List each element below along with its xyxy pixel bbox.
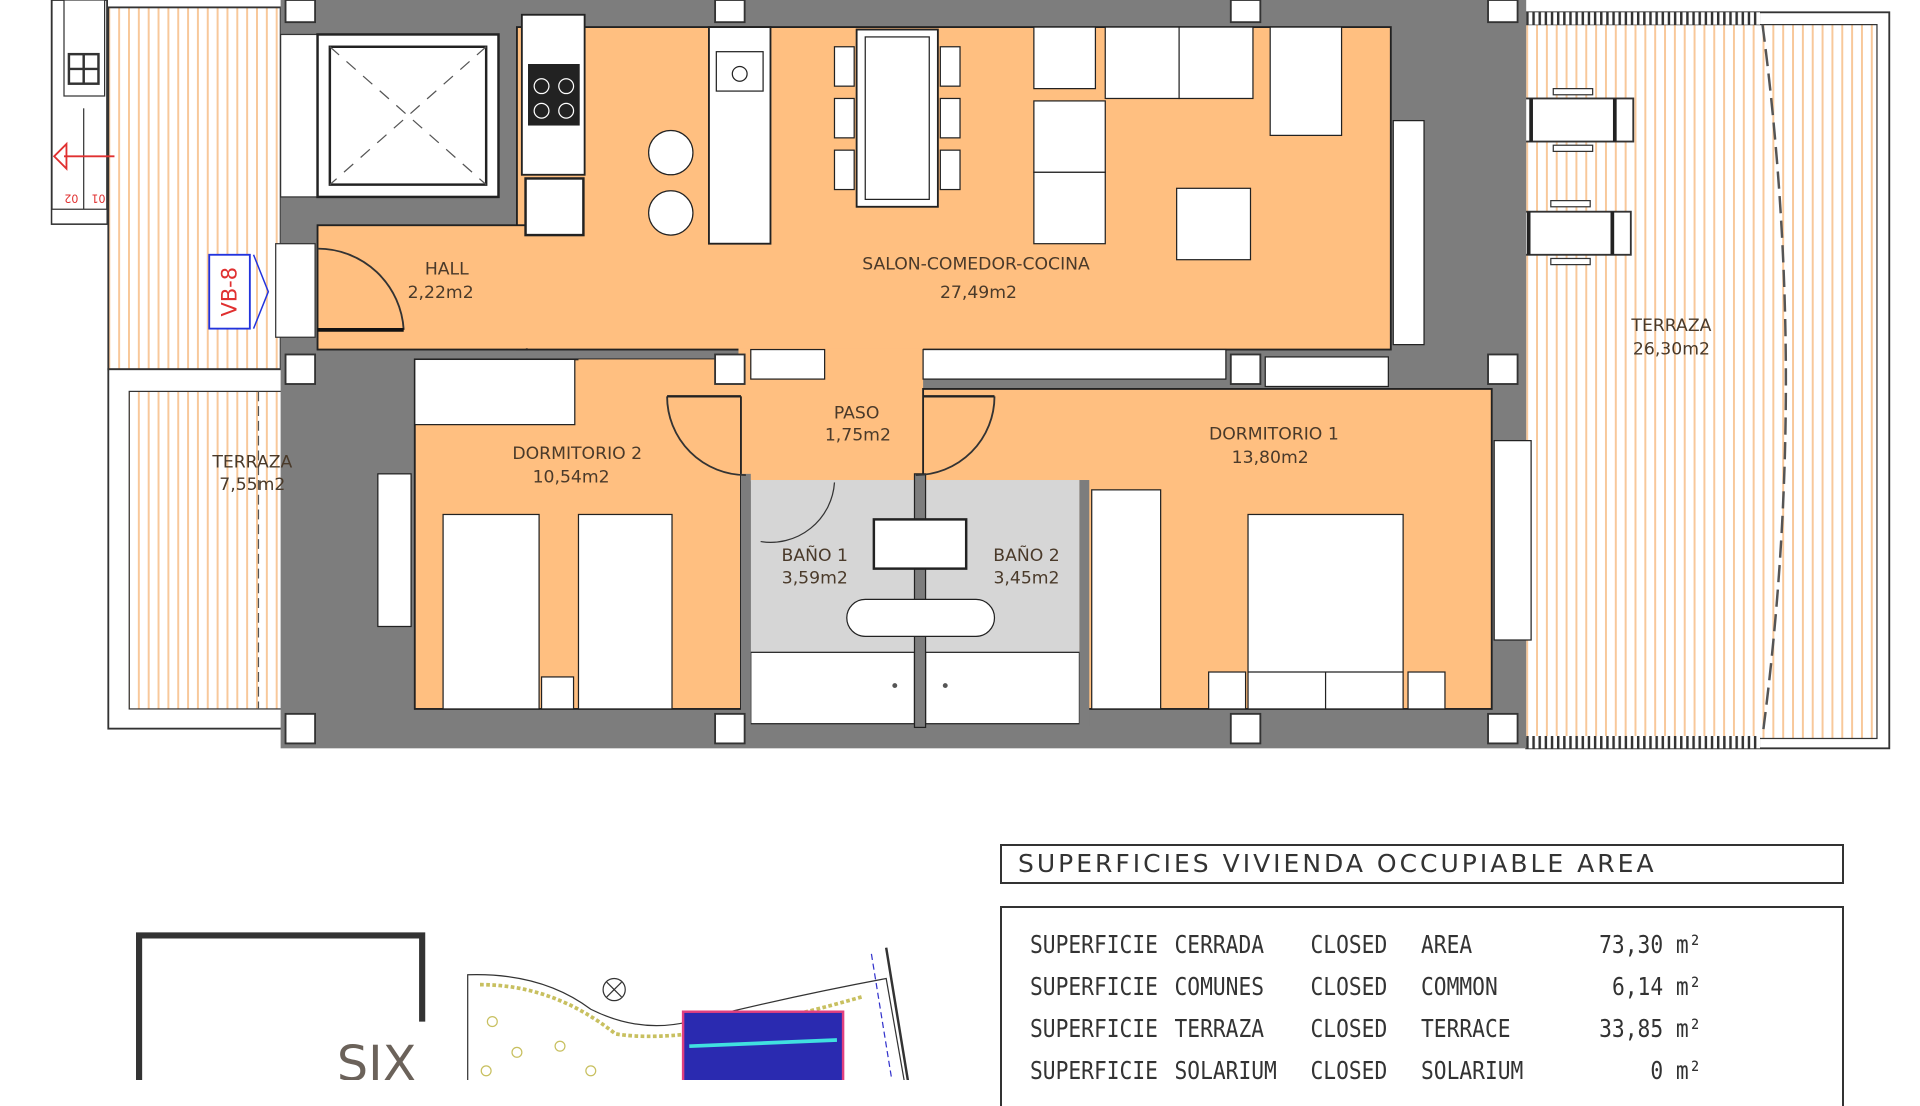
meter-label: 02	[64, 191, 78, 204]
outdoor-table	[1509, 200, 1632, 266]
table-row: SUPERFICIE CERRADA CLOSED AREA 73,30 m²	[1030, 930, 1702, 970]
bathrooms	[740, 473, 1090, 729]
north-arrow-icon	[602, 977, 626, 1002]
dining-table	[833, 28, 961, 208]
room-area: 26,30m2	[1633, 339, 1710, 359]
area-table: SUPERFICIE CERRADA CLOSED AREA 73,30 m² SUPE…	[1000, 906, 1844, 1106]
kitchen	[520, 13, 772, 245]
left-upper-terrace	[107, 6, 282, 371]
cell: SUPERFICIE	[1030, 1014, 1158, 1043]
room-name: PASO	[834, 403, 880, 423]
room-area: 2,22m2	[408, 283, 474, 303]
shaft	[280, 33, 500, 199]
cell: SOLARIUM	[1421, 1056, 1524, 1085]
cell: SUPERFICIE	[1030, 1056, 1158, 1085]
bed	[442, 513, 673, 710]
room-area: 7,55m2	[219, 475, 285, 495]
sofa	[1033, 26, 1343, 261]
room-area: 13,80m2	[1232, 448, 1309, 468]
room-name: BAÑO 1	[782, 544, 848, 566]
room-name: HALL	[425, 259, 469, 279]
floor-plan: 02 01 VB-8	[50, 0, 1891, 1080]
unit-tag: VB-8	[208, 253, 270, 330]
cell: SUPERFICIE	[1030, 930, 1158, 959]
room-name: TERRAZA	[1630, 316, 1711, 336]
wardrobe	[414, 358, 576, 426]
entry-door	[317, 247, 405, 330]
room-area: 10,54m2	[533, 467, 610, 487]
outdoor-table	[1511, 88, 1635, 153]
wardrobe	[1091, 489, 1162, 710]
room-area: 1,75m2	[825, 426, 891, 446]
meter-box: 02 01	[50, 0, 115, 225]
cell-value: 6,14 m²	[1611, 972, 1702, 1001]
room-name: DORMITORIO 2	[512, 444, 642, 464]
site-plan-thumbnail	[467, 947, 910, 1080]
cell-value: 0 m²	[1650, 1056, 1702, 1085]
table-row: SUPERFICIE COMUNES CLOSED COMMON 6,14 m²	[1030, 972, 1702, 1012]
cell: TERRAZA	[1174, 1014, 1265, 1043]
room-name: DORMITORIO 1	[1209, 424, 1339, 444]
svg-text:VB-8: VB-8	[217, 267, 241, 317]
room-area: 27,49m2	[940, 283, 1017, 303]
cell: CERRADA	[1174, 930, 1265, 959]
sliding-window	[1392, 120, 1425, 346]
room-name: TERRAZA	[211, 453, 292, 473]
cell: SUPERFICIE	[1030, 972, 1158, 1001]
cell: SOLARIUM	[1174, 1056, 1277, 1085]
svg-text:SIX: SIX	[337, 1035, 416, 1080]
cell: CLOSED	[1310, 1056, 1388, 1085]
window	[1493, 440, 1532, 641]
table-row: SUPERFICIE SOLARIUM CLOSED SOLARIUM 0 m²	[1030, 1056, 1702, 1096]
entry-door-frame	[275, 243, 316, 338]
room-area: 3,59m2	[782, 568, 848, 588]
logo: SIX	[136, 932, 426, 1080]
cell: COMMON	[1421, 972, 1498, 1001]
area-table-title: SUPERFICIES VIVIENDA OCCUPIABLE AREA	[1000, 844, 1844, 884]
room-name: SALON-COMEDOR-COCINA	[862, 255, 1090, 275]
table-row: SUPERFICIE TERRAZA CLOSED TERRACE 33,85 m²	[1030, 1014, 1702, 1054]
window	[377, 473, 412, 628]
column-markers	[284, 0, 1519, 745]
cell: TERRACE	[1421, 1014, 1511, 1043]
cell-value: 73,30 m²	[1599, 930, 1702, 959]
cell: COMUNES	[1174, 972, 1265, 1001]
cell-value: 33,85 m²	[1599, 1014, 1702, 1043]
cell: CLOSED	[1310, 972, 1388, 1001]
bed	[1208, 513, 1446, 710]
cell: AREA	[1421, 930, 1473, 959]
cell: CLOSED	[1310, 930, 1388, 959]
room-name: BAÑO 2	[993, 544, 1059, 566]
meter-label: 01	[91, 191, 105, 204]
room-area: 3,45m2	[993, 568, 1059, 588]
cell: CLOSED	[1310, 1014, 1388, 1043]
